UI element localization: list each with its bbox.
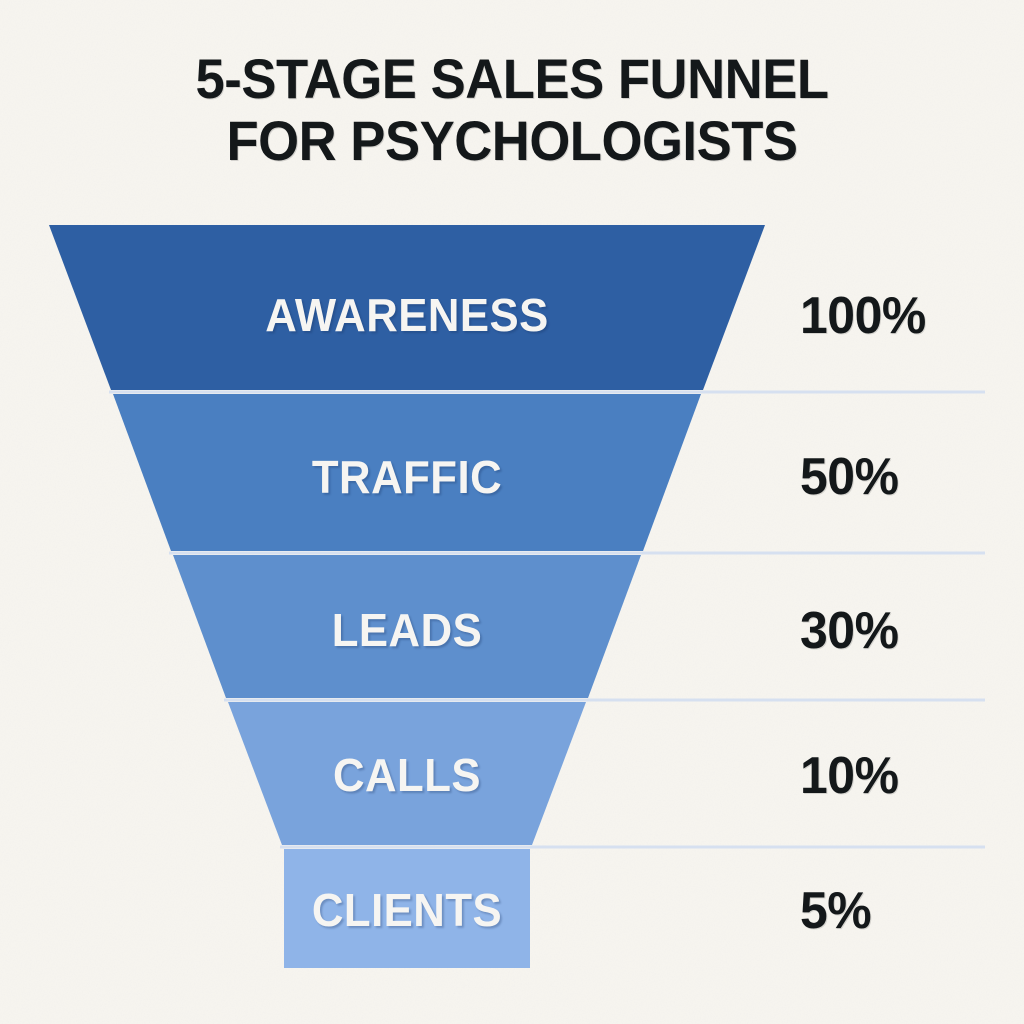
funnel-segment-traffic[interactable] xyxy=(113,394,701,551)
stage-percent-traffic: 50% xyxy=(800,448,899,506)
stage-name-clients: CLIENTS xyxy=(311,884,503,936)
funnel-segment-group xyxy=(49,225,765,968)
title-line-2: FOR PSYCHOLOGISTS xyxy=(226,109,798,172)
stage-percent-clients: 5% xyxy=(800,882,872,940)
funnel-segment-calls[interactable] xyxy=(228,702,586,845)
stage-name-leads: LEADS xyxy=(331,604,483,656)
stage-name-calls: CALLS xyxy=(332,749,482,801)
title-line-1: 5-STAGE SALES FUNNEL xyxy=(195,47,829,110)
stage-percent-calls: 10% xyxy=(800,747,899,805)
funnel-segment-leads[interactable] xyxy=(173,555,641,698)
stage-name-traffic: TRAFFIC xyxy=(311,451,503,503)
stage-percent-awareness: 100% xyxy=(800,287,926,345)
funnel-segment-clients[interactable] xyxy=(284,849,530,968)
funnel-divider-group xyxy=(109,390,985,849)
page-title: 5-STAGE SALES FUNNEL FOR PSYCHOLOGISTS xyxy=(0,48,1024,172)
funnel-segment-awareness[interactable] xyxy=(49,225,765,390)
stage-percent-leads: 30% xyxy=(800,602,899,660)
stage-name-awareness: AWARENESS xyxy=(265,289,549,341)
